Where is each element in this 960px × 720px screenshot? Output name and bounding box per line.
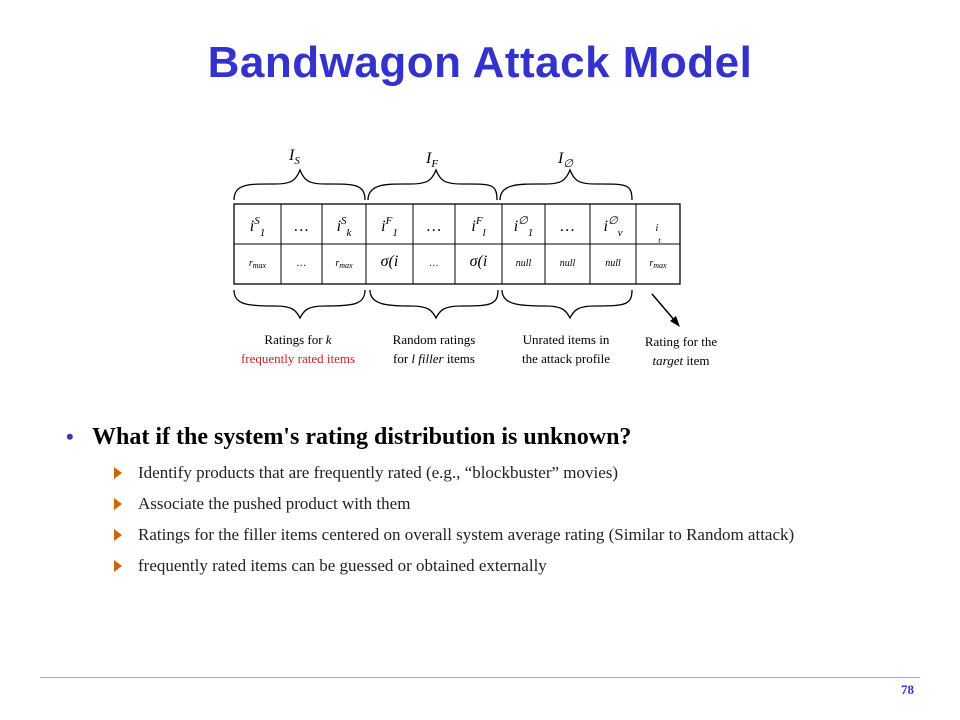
rating-cell: rmax: [649, 258, 667, 270]
set-label-unrated: I∅: [557, 150, 573, 170]
bottom-brace-filler: [369, 289, 499, 320]
target-arrow: [651, 293, 677, 323]
rating-cell: rmax: [335, 258, 353, 270]
arrow-bullet-icon: [114, 560, 122, 572]
attack-profile-diagram: IS IF I∅ iS1rmax……iSkrmaxiF1σ(i……iFlσ(ii…: [233, 147, 681, 327]
bottom-brace-selected: [233, 289, 366, 320]
rating-cell: null: [516, 258, 532, 269]
set-label-filler: IF: [425, 150, 438, 170]
profile-table: iS1 rmax … … iSk rmax iF1 σ(i … … iFl σ(i i∅1 null … nu…: [233, 203, 681, 285]
arrow-bullet-icon: [114, 498, 122, 510]
rating-cell: rmax: [249, 258, 267, 270]
header-cell: i∅1: [514, 215, 534, 239]
brace-filler: [367, 168, 498, 201]
brace-unrated: [499, 168, 633, 201]
rating-cell: null: [560, 258, 576, 269]
caption-target: Rating for the target item: [644, 334, 718, 368]
header-cell: iSk: [337, 215, 353, 239]
sub-bullet: Identify products that are frequently ra…: [114, 462, 914, 484]
rating-cell: null: [605, 258, 621, 269]
page-number: 78: [901, 682, 914, 697]
rating-cell: …: [297, 258, 306, 269]
sub-bullet-list: Identify products that are frequently ra…: [114, 462, 914, 586]
bottom-brace-unrated: [501, 289, 633, 320]
arrow-bullet-icon: [114, 529, 122, 541]
header-cell: it: [655, 223, 661, 245]
header-cell: …: [560, 218, 574, 235]
header-cell: i∅v: [604, 215, 623, 239]
rating-cell: σ(i: [470, 253, 488, 270]
main-bullet: •What if the system's rating distributio…: [66, 424, 632, 450]
footer-divider: [40, 677, 920, 678]
sub-bullet: Ratings for the filler items centered on…: [114, 524, 914, 546]
sub-bullet: Associate the pushed product with them: [114, 493, 914, 515]
header-cell: iS1: [250, 215, 265, 239]
caption-unrated: Unrated items in the attack profile: [521, 332, 611, 366]
header-cell: …: [427, 218, 441, 235]
sub-bullet: frequently rated items can be guessed or…: [114, 555, 914, 577]
rating-cell: …: [430, 258, 439, 269]
header-cell: …: [294, 218, 308, 235]
header-cell: iFl: [471, 215, 485, 239]
slide-title: Bandwagon Attack Model: [207, 38, 753, 87]
brace-selected: [233, 168, 366, 201]
bullet-dot-icon: •: [66, 424, 74, 449]
header-cell: iF1: [381, 215, 398, 239]
arrow-bullet-icon: [114, 467, 122, 479]
rating-cell: σ(i: [381, 253, 399, 270]
target-arrowhead: [670, 316, 680, 327]
caption-filler: Random ratings for l filler items: [392, 332, 476, 366]
caption-selected: Ratings for k frequently rated items: [240, 332, 356, 366]
set-label-selected: IS: [288, 147, 300, 167]
